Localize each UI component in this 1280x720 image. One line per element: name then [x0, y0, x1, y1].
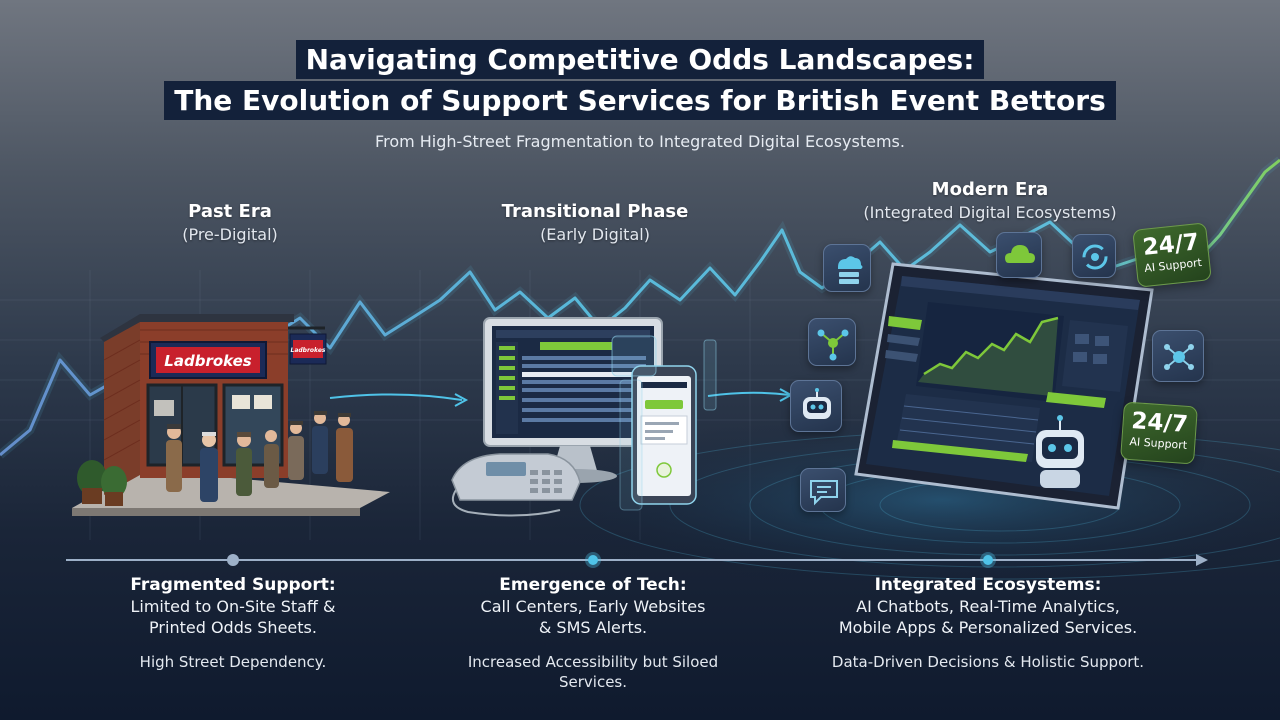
era-name: Modern Era — [931, 179, 1049, 200]
stage-description: Call Centers, Early Websites & SMS Alert… — [480, 597, 706, 637]
stage-modern: Integrated Ecosystems: AI Chatbots, Real… — [808, 574, 1168, 672]
subtitle: From High-Street Fragmentation to Integr… — [375, 132, 905, 151]
page-title: Navigating Competitive Odds Landscapes: … — [0, 40, 1280, 120]
network-nodes-icon — [808, 318, 856, 366]
robot-icon — [790, 380, 842, 432]
era-label-modern: Modern Era (Integrated Digital Ecosystem… — [835, 178, 1145, 224]
stage-description: AI Chatbots, Real-Time Analytics, Mobile… — [838, 597, 1138, 637]
stage-note: Data-Driven Decisions & Holistic Support… — [831, 653, 1145, 671]
title-line-1: Navigating Competitive Odds Landscapes: — [295, 40, 985, 79]
stage-heading: Fragmented Support: — [130, 575, 336, 595]
ai-support-badge-top: 24/7 AI Support — [1132, 222, 1212, 288]
betting-shop-illustration: Ladbrokes Ladbrokes — [72, 314, 390, 516]
cloud-icon — [996, 232, 1042, 278]
title-line-2: The Evolution of Support Services for Br… — [164, 81, 1116, 120]
stage-note: High Street Dependency. — [139, 653, 327, 671]
timeline-marker-transitional — [588, 555, 598, 565]
timeline-marker-modern — [983, 555, 993, 565]
stage-note: Increased Accessibility but Siloed Servi… — [467, 653, 719, 691]
early-digital-illustration — [451, 317, 717, 517]
stage-description: Limited to On-Site Staff & Printed Odds … — [130, 597, 336, 637]
era-subtitle: (Pre-Digital) — [182, 225, 278, 244]
era-subtitle: (Early Digital) — [540, 225, 650, 244]
cloud-server-icon — [823, 244, 871, 292]
timeline — [66, 552, 1208, 568]
timeline-arrowhead — [1196, 554, 1208, 566]
stage-transitional: Emergence of Tech: Call Centers, Early W… — [423, 574, 763, 692]
hanging-sign-text: Ladbrokes — [291, 347, 326, 354]
era-label-past: Past Era (Pre-Digital) — [140, 200, 320, 246]
sync-icon — [1072, 234, 1116, 278]
era-label-transitional: Transitional Phase (Early Digital) — [475, 200, 715, 246]
era-name: Transitional Phase — [501, 201, 689, 222]
stage-heading: Integrated Ecosystems: — [874, 575, 1102, 595]
stage-past: Fragmented Support: Limited to On-Site S… — [63, 574, 403, 672]
era-subtitle: (Integrated Digital Ecosystems) — [863, 203, 1117, 222]
stage-heading: Emergence of Tech: — [499, 575, 687, 595]
ai-support-badge-bottom: 24/7 AI Support — [1120, 401, 1198, 465]
tablet-dashboard-illustration — [854, 262, 1154, 510]
chat-bubble-icon — [800, 468, 846, 512]
timeline-marker-past — [227, 554, 239, 566]
era-name: Past Era — [188, 201, 272, 222]
shop-sign-text: Ladbrokes — [164, 352, 251, 370]
hub-icon — [1152, 330, 1204, 382]
